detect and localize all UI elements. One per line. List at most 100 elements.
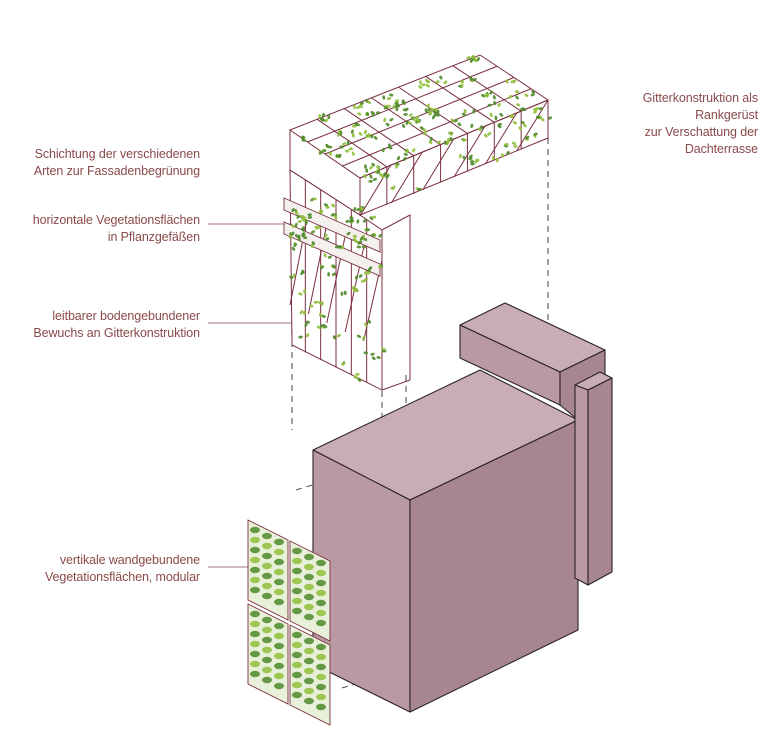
leaf — [310, 230, 316, 234]
panel-leaf — [262, 582, 272, 590]
leaf — [355, 288, 359, 293]
leaf — [348, 147, 353, 151]
leaf — [470, 123, 474, 129]
annotation-climbers-line1: leitbarer bodengebundener — [52, 309, 200, 323]
leaf — [510, 113, 514, 118]
leaf — [371, 162, 376, 167]
panel-leaf — [262, 666, 272, 674]
leaf — [353, 206, 357, 212]
trellis-bar — [307, 65, 498, 143]
leaf — [363, 129, 368, 135]
panel-leaf — [262, 552, 272, 560]
leaf — [329, 151, 332, 156]
leaf — [538, 107, 544, 111]
leaf — [356, 105, 361, 109]
leaf — [409, 113, 413, 117]
leaf — [370, 233, 376, 237]
panel-leaf — [316, 683, 326, 691]
leaf — [327, 255, 332, 259]
trellis-column-side — [381, 214, 411, 391]
leaf — [443, 80, 448, 85]
leaf — [365, 228, 370, 232]
leaf — [492, 95, 496, 100]
leaf — [351, 133, 355, 138]
leaf — [299, 215, 305, 218]
leaf — [323, 203, 329, 207]
leaf — [293, 243, 298, 247]
leaf — [297, 237, 301, 242]
leaf — [363, 278, 368, 282]
trellis-construction — [288, 54, 550, 391]
panel-leaf — [304, 583, 314, 591]
leaf — [297, 220, 302, 224]
trellis-brace — [422, 138, 455, 191]
panel-leaf — [292, 557, 302, 565]
leaf — [469, 58, 473, 63]
panel-leaf — [316, 653, 326, 661]
leaf — [378, 233, 383, 238]
leaf — [327, 114, 331, 120]
leaf — [429, 136, 433, 142]
panel-leaf — [274, 578, 284, 586]
leaf — [292, 273, 296, 278]
leaf — [359, 104, 363, 109]
panel-leaf — [316, 673, 326, 681]
leaf — [547, 116, 553, 120]
panel-leaf — [262, 646, 272, 654]
leaf — [337, 153, 342, 158]
leaf — [351, 151, 355, 156]
panel-leaf — [316, 599, 326, 607]
leaf — [390, 186, 395, 190]
leaf — [369, 174, 373, 179]
leaf — [480, 125, 484, 130]
leaf — [366, 134, 370, 138]
building-block — [312, 302, 613, 713]
leaf — [317, 225, 321, 230]
leaf — [425, 78, 430, 83]
leaf — [318, 114, 322, 119]
leaf — [453, 118, 458, 123]
panel-leaf — [316, 589, 326, 597]
panel-leaf — [250, 620, 260, 628]
leaf — [363, 174, 367, 179]
panel-leaf — [316, 619, 326, 627]
leaf — [386, 97, 392, 100]
panel-leaf — [274, 652, 284, 660]
leaf — [357, 377, 362, 382]
leaf — [403, 156, 407, 162]
leaf — [535, 115, 541, 119]
leaf — [516, 103, 521, 107]
leaf — [401, 123, 406, 128]
panel-leaf — [250, 556, 260, 564]
leaf — [301, 269, 305, 274]
panel-leaf — [304, 573, 314, 581]
annotation-wall-modules-line2: Vegetationsflächen, modular — [44, 570, 200, 584]
leaf — [351, 285, 356, 290]
leaf — [302, 310, 306, 315]
leaf — [298, 335, 303, 339]
planter-box-upper — [283, 197, 381, 253]
leaf — [512, 121, 517, 125]
panel-leaf — [274, 642, 284, 650]
leaf — [321, 314, 326, 318]
leaf — [477, 127, 482, 132]
leaf — [367, 100, 372, 104]
leaf — [358, 132, 363, 136]
panel-leaf — [304, 613, 314, 621]
leaf — [533, 110, 538, 114]
leaf — [356, 219, 360, 224]
leaf — [505, 79, 509, 84]
leaf — [325, 143, 330, 148]
annotation-layering-line1: Schichtung der verschiedenen — [34, 147, 200, 161]
leaf — [449, 137, 454, 141]
leaf — [307, 213, 312, 217]
leaf — [365, 112, 370, 117]
leaf — [357, 240, 362, 245]
leaf — [375, 111, 381, 115]
leaf — [309, 304, 314, 308]
leaf — [331, 203, 335, 208]
leaf — [381, 347, 386, 351]
leaf — [497, 102, 501, 107]
panel-leaf — [304, 667, 314, 675]
leaf — [495, 157, 499, 163]
